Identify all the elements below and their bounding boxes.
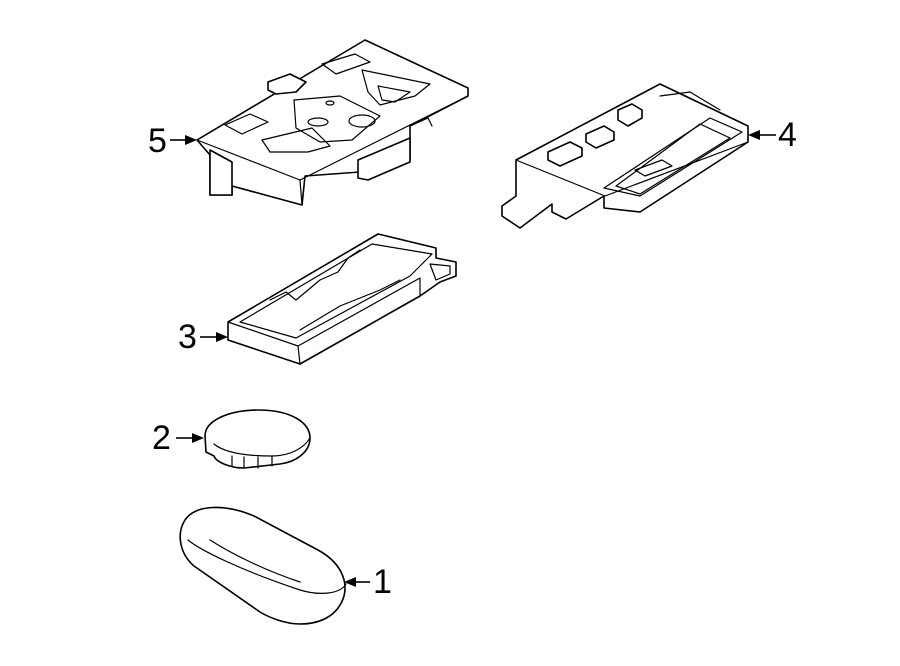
part-2-cap <box>204 409 311 469</box>
callout-arrow-4 <box>748 130 776 140</box>
callout-arrow-1 <box>344 577 370 587</box>
part-5-tray <box>196 39 469 206</box>
callout-label-5: 5 <box>148 122 167 160</box>
callout-label-4: 4 <box>778 116 797 154</box>
callout-arrow-5 <box>170 135 197 145</box>
callout-label-2: 2 <box>152 419 171 457</box>
callout-label-3: 3 <box>178 318 197 356</box>
part-4-tray <box>501 83 749 229</box>
callout-arrow-2 <box>176 433 204 443</box>
part-1-pad <box>179 506 347 625</box>
callout-arrow-3 <box>200 332 228 342</box>
part-3-tray <box>227 233 457 365</box>
callout-label-1: 1 <box>373 563 392 601</box>
